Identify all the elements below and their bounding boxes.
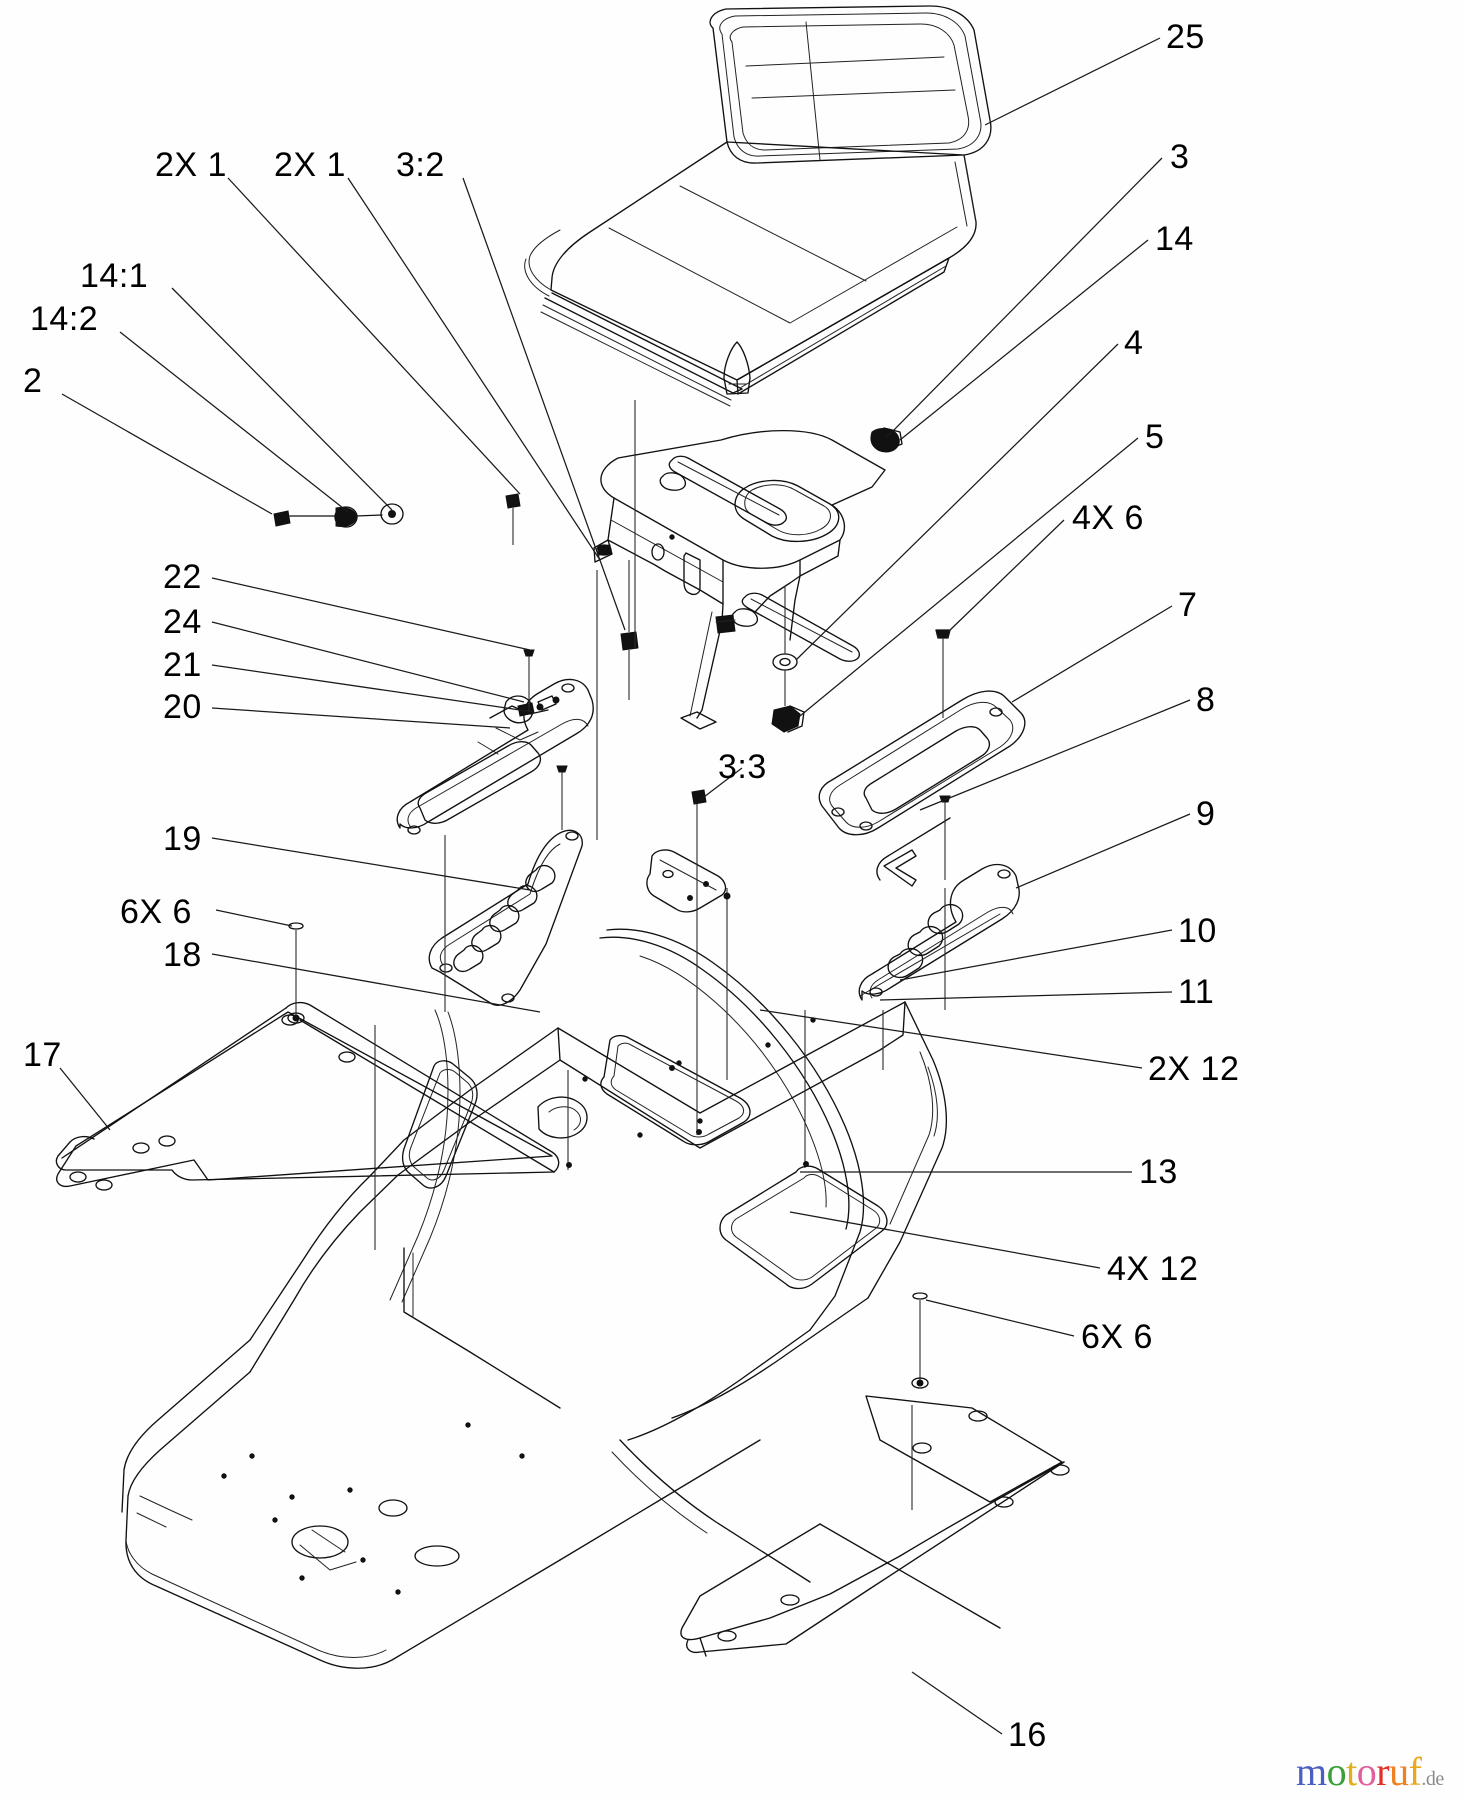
watermark-letter-r: r xyxy=(1376,1749,1390,1794)
callout-10: 10 xyxy=(1178,912,1217,950)
callout-17: 17 xyxy=(23,1036,62,1074)
callout-4: 4 xyxy=(1124,324,1144,362)
hardware-fasteners xyxy=(273,400,951,1510)
callout-24: 24 xyxy=(163,603,202,641)
right-side-panel xyxy=(818,690,1026,1001)
callout-8: 8 xyxy=(1196,681,1216,719)
left-side-panel xyxy=(396,678,594,1006)
motoruf-watermark: motoruf.de xyxy=(1296,1748,1444,1795)
callout-7: 7 xyxy=(1178,586,1198,624)
callout-20: 20 xyxy=(163,688,202,726)
leader-lines xyxy=(59,37,1191,1735)
center-small-bracket xyxy=(646,849,727,913)
watermark-letter-f: f xyxy=(1408,1749,1422,1794)
callout-25: 25 xyxy=(1166,18,1205,56)
callout-5: 5 xyxy=(1145,418,1165,456)
callout-2x1-b: 2X 1 xyxy=(274,146,346,184)
callout-6x6-right: 6X 6 xyxy=(1081,1318,1153,1356)
rear-fender-body xyxy=(121,928,947,1669)
callout-14-2: 14:2 xyxy=(30,300,99,338)
callout-14-1: 14:1 xyxy=(80,257,149,295)
callout-2x1-a: 2X 1 xyxy=(155,146,227,184)
watermark-letter-o1: o xyxy=(1326,1749,1347,1794)
watermark-tld: .de xyxy=(1421,1768,1444,1790)
callout-4x12: 4X 12 xyxy=(1107,1250,1199,1288)
callout-19: 19 xyxy=(163,820,202,858)
callout-2x12: 2X 12 xyxy=(1148,1050,1240,1088)
callout-3-2: 3:2 xyxy=(396,146,445,184)
callout-2: 2 xyxy=(23,362,43,400)
watermark-letter-m: m xyxy=(1296,1749,1327,1794)
callout-9: 9 xyxy=(1196,795,1216,833)
seat-part xyxy=(524,5,992,407)
callout-14: 14 xyxy=(1155,220,1194,258)
callout-11: 11 xyxy=(1178,973,1215,1011)
callout-13: 13 xyxy=(1139,1153,1178,1191)
callout-3-3: 3:3 xyxy=(718,748,767,786)
callout-3: 3 xyxy=(1170,138,1190,176)
callout-21: 21 xyxy=(163,646,202,684)
left-flat-bracket xyxy=(55,1001,560,1191)
callout-6x6-left: 6X 6 xyxy=(120,893,192,931)
callout-16: 16 xyxy=(1008,1716,1047,1754)
watermark-letter-u: u xyxy=(1389,1749,1409,1794)
right-flat-bracket xyxy=(680,1395,1070,1657)
callout-18: 18 xyxy=(163,936,202,974)
watermark-letter-o2: o xyxy=(1356,1749,1377,1794)
seat-pan-part xyxy=(593,429,886,730)
callout-4x6: 4X 6 xyxy=(1072,499,1144,537)
watermark-letter-t: t xyxy=(1346,1749,1357,1794)
callout-22: 22 xyxy=(163,558,202,596)
